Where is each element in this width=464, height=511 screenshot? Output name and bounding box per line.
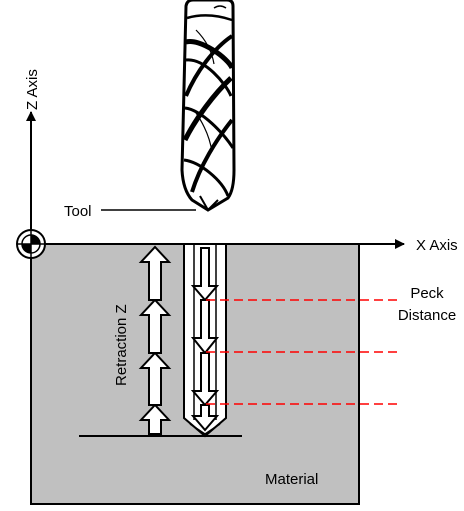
peck-distance-lines (206, 299, 400, 405)
retraction-arrow-3 (138, 298, 172, 354)
peck-arrow-1 (190, 247, 220, 302)
retraction-arrow-2 (138, 351, 172, 406)
drill-bit-icon (180, 0, 236, 212)
retraction-arrow-4 (138, 245, 172, 301)
retraction-up-arrows (138, 245, 172, 435)
peck-down-arrows (190, 247, 220, 432)
origin-crosshair-icon (16, 229, 46, 259)
retraction-label: Retraction Z (113, 304, 130, 386)
peck-arrow-4 (190, 404, 220, 432)
material-label: Material (265, 471, 318, 488)
peck-arrow-3 (190, 352, 220, 407)
peck-label-line2: Distance (398, 307, 456, 324)
z-axis-label: Z Axis (24, 69, 41, 110)
x-axis-label: X Axis (416, 237, 458, 254)
peck-label-line1: Peck (410, 285, 444, 302)
peck-arrow-2 (190, 299, 220, 355)
tool-label: Tool (64, 203, 92, 220)
retraction-arrow-1 (138, 403, 172, 435)
